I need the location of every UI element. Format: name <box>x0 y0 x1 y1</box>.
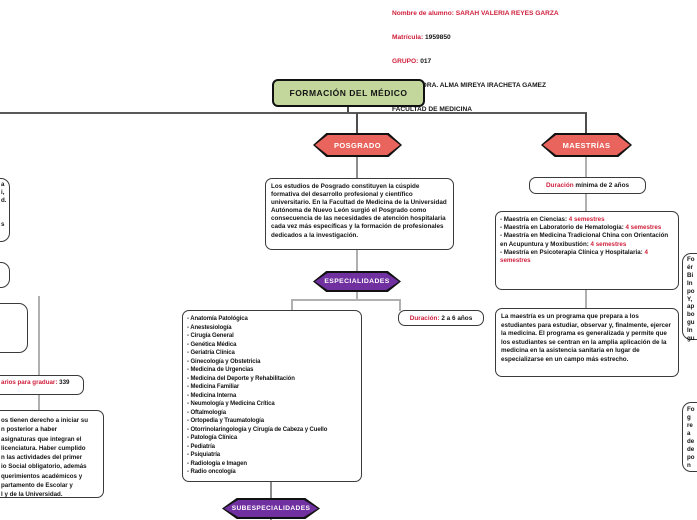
grupo-value: 017 <box>418 58 432 65</box>
maestria-item-text: - Maestría en Medicina Tradicional China… <box>500 232 669 248</box>
maestrias-duracion-text: Duración mínima de 2 años <box>546 182 629 189</box>
maestria-item: - Maestría en Medicina Tradicional China… <box>500 232 674 248</box>
duracion-label: Duración <box>545 182 574 189</box>
duracion-value: 2 a 6 años <box>439 314 473 322</box>
especialidades-list: - Anatomía Patológica - Anestesiología -… <box>187 316 328 475</box>
node-especialidades[interactable]: ESPECIALIDADES <box>313 271 401 292</box>
header-grupo-line: GRUPO: 017 <box>392 58 559 66</box>
hexagon-fill <box>315 135 400 155</box>
header-clipped-name-line: Nombre de alumno: SARAH VALERIA REYES GA… <box>392 10 559 18</box>
connector-line <box>399 299 401 311</box>
header-facultad-line: FACULTAD DE MEDICINA <box>392 106 559 114</box>
matricula-label: Matrícula: <box>392 34 424 41</box>
especialidades-duracion-text: Duración: 2 a 6 años <box>410 315 473 322</box>
right-cutoff-box-1-text: Fo ér Bi In po Y, ap bo gu In gu <box>687 256 695 343</box>
node-subespecialidades[interactable]: SUBESPECIALIDADES <box>222 498 320 519</box>
node-especialidades-label: ESPECIALIDADES <box>324 278 390 285</box>
left-cutoff-box-e[interactable] <box>0 410 104 498</box>
connector-line <box>585 157 587 177</box>
connector-line <box>347 107 349 113</box>
right-cutoff-box-1[interactable] <box>682 253 697 340</box>
maestria-item-duration: 4 semestres <box>590 240 627 248</box>
grupo-label: GRUPO: <box>392 58 419 65</box>
docente-value: DRA. ALMA MIREYA IRACHETA GAMEZ <box>420 82 546 89</box>
header-student-info: Nombre de alumno: SARAH VALERIA REYES GA… <box>392 0 559 130</box>
maestrias-duracion-box[interactable]: Duración mínima de 2 años <box>529 177 646 194</box>
hexagon-fill <box>315 273 399 290</box>
node-subespecialidades-label: SUBESPECIALIDADES <box>231 505 311 512</box>
maestrias-description-box[interactable]: La maestría es un programa que prepara a… <box>495 308 679 377</box>
connector-line <box>585 113 587 133</box>
connector-line <box>356 113 358 133</box>
connector-line <box>291 299 401 301</box>
maestrias-list-box[interactable]: - Maestría en Ciencias: 4 semestres - Ma… <box>495 211 679 290</box>
matricula-value: 1959850 <box>423 34 451 41</box>
especialidades-duracion-box[interactable]: Duración: 2 a 6 años <box>398 310 484 326</box>
left-cutoff-box-b[interactable] <box>0 262 10 288</box>
maestria-item-duration: 4 semestres <box>500 248 648 265</box>
node-posgrado[interactable]: POSGRADO <box>313 133 402 157</box>
maestria-item-duration: 4 semestres <box>568 216 605 223</box>
maestria-item: - Maestría en Laboratorio de Hematología… <box>500 224 674 232</box>
left-cutoff-box-c[interactable] <box>0 303 28 353</box>
connector-line <box>38 296 40 375</box>
maestrias-description-text: La maestría es un programa que prepara a… <box>501 313 671 363</box>
graduar-label: arios para graduar: <box>1 379 60 386</box>
connector-line <box>356 249 358 272</box>
connector-line <box>356 292 358 300</box>
posgrado-description-box[interactable]: Los estudios de Posgrado constituyen la … <box>265 178 454 250</box>
connector-line <box>270 482 272 498</box>
left-cutoff-box-e-text: os tienen derecho a iniciar su n posteri… <box>1 417 88 499</box>
left-cutoff-box-a-text: a i, d. s <box>1 181 7 228</box>
root-node-label: FORMACIÓN DEL MÉDICO <box>289 88 408 98</box>
right-cutoff-box-2-text: Fo g re a de de po n <box>687 406 695 469</box>
connector-line <box>38 394 40 410</box>
maestria-item-text: - Maestría en Psicoterapia Clínica y Hos… <box>500 248 645 256</box>
connector-line <box>270 518 272 520</box>
maestria-item: - Maestría en Psicoterapia Clínica y Hos… <box>500 249 674 265</box>
maestria-item-duration: 4 semestres <box>625 224 662 232</box>
connector-line <box>585 289 587 309</box>
maestria-item: - Maestría en Ciencias: 4 semestres <box>500 216 674 224</box>
left-cutoff-graduar-box[interactable] <box>0 375 84 395</box>
left-cutoff-graduar-text: arios para graduar: 339 <box>1 379 69 386</box>
duracion-label: Duración: <box>409 314 440 322</box>
header-clipped-text: Nombre de alumno: SARAH VALERIA REYES GA… <box>392 10 559 17</box>
maestria-item-text: - Maestría en Laboratorio de Hematología… <box>500 224 626 232</box>
maestria-item-text: - Maestría en Ciencias: <box>500 216 569 223</box>
root-node-formacion-del-medico[interactable]: FORMACIÓN DEL MÉDICO <box>272 79 425 107</box>
duracion-value: mínima de 2 años <box>573 182 630 189</box>
hexagon-fill <box>224 500 318 517</box>
connector-line <box>291 299 293 310</box>
node-posgrado-label: POSGRADO <box>334 140 381 150</box>
posgrado-description-text: Los estudios de Posgrado constituyen la … <box>271 183 447 239</box>
connector-line <box>585 193 587 212</box>
connector-line <box>0 112 587 114</box>
header-matricula-line: Matrícula: 1959850 <box>392 34 559 42</box>
maestrias-list: - Maestría en Ciencias: 4 semestres - Ma… <box>496 212 678 269</box>
hexagon-fill <box>543 135 630 155</box>
node-maestrias-label: MAESTRÍAS <box>562 140 611 150</box>
facultad-value: FACULTAD DE MEDICINA <box>392 106 472 113</box>
connector-line <box>356 157 358 178</box>
right-cutoff-box-2[interactable] <box>682 402 697 472</box>
graduar-value: 339 <box>59 379 70 386</box>
especialidades-list-box[interactable]: - Anatomía Patológica - Anestesiología -… <box>182 310 362 482</box>
node-maestrias[interactable]: MAESTRÍAS <box>541 133 632 157</box>
